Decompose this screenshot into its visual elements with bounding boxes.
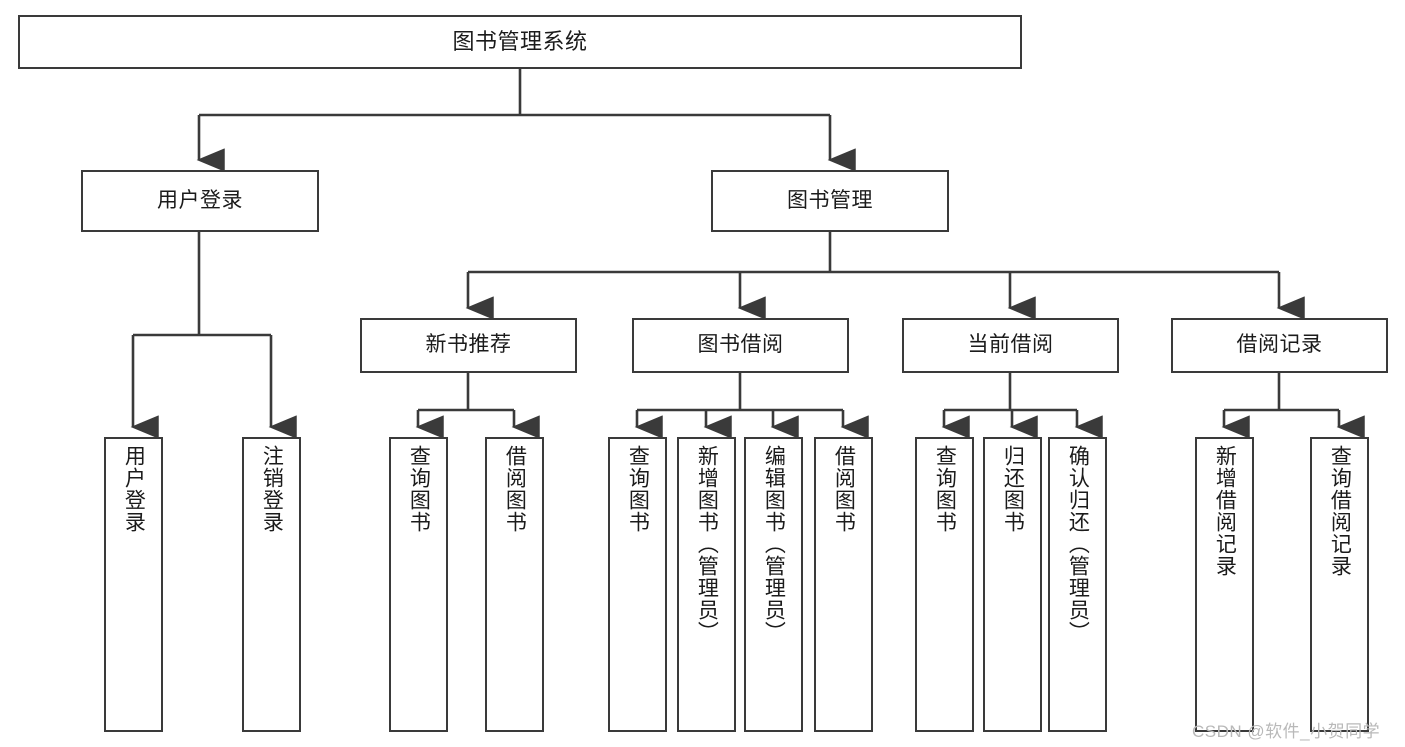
leaf-book-borrow-borrow[interactable]: 借阅图书: [814, 437, 873, 732]
node-new-book-recommend[interactable]: 新书推荐: [360, 318, 577, 373]
leaf-book-borrow-edit[interactable]: 编辑图书（管理员）: [744, 437, 803, 732]
node-label: 用户登录: [157, 188, 243, 212]
node-label: 当前借阅: [967, 333, 1054, 357]
leaf-current-borrow-query[interactable]: 查询图书: [915, 437, 974, 732]
node-label: 确认归还（管理员）: [1066, 445, 1090, 643]
leaf-user-login-login[interactable]: 用户登录: [104, 437, 163, 732]
leaf-new-book-query[interactable]: 查询图书: [389, 437, 448, 732]
node-label: 用户登录: [122, 445, 146, 533]
node-label: 图书管理系统: [452, 29, 588, 55]
node-label: 新增借阅记录: [1213, 445, 1237, 577]
node-user-login[interactable]: 用户登录: [81, 170, 319, 232]
node-label: 查询图书: [933, 445, 957, 533]
node-current-borrow[interactable]: 当前借阅: [902, 318, 1119, 373]
node-label: 借阅图书: [503, 445, 527, 533]
node-borrow-record[interactable]: 借阅记录: [1171, 318, 1388, 373]
node-label: 借阅记录: [1236, 333, 1323, 357]
leaf-current-borrow-confirm[interactable]: 确认归还（管理员）: [1048, 437, 1107, 732]
leaf-borrow-record-query[interactable]: 查询借阅记录: [1310, 437, 1369, 732]
node-label: 编辑图书（管理员）: [762, 445, 786, 643]
node-label: 借阅图书: [832, 445, 856, 533]
node-label: 新增图书（管理员）: [695, 445, 719, 643]
node-label: 查询图书: [407, 445, 431, 533]
leaf-book-borrow-query[interactable]: 查询图书: [608, 437, 667, 732]
node-label: 归还图书: [1001, 445, 1025, 533]
node-root-system[interactable]: 图书管理系统: [18, 15, 1022, 69]
leaf-new-book-borrow[interactable]: 借阅图书: [485, 437, 544, 732]
node-label: 查询图书: [626, 445, 650, 533]
node-label: 图书借阅: [697, 333, 784, 357]
node-book-management[interactable]: 图书管理: [711, 170, 949, 232]
leaf-borrow-record-add[interactable]: 新增借阅记录: [1195, 437, 1254, 732]
node-label: 注销登录: [260, 445, 284, 533]
leaf-user-login-logout[interactable]: 注销登录: [242, 437, 301, 732]
leaf-current-borrow-return[interactable]: 归还图书: [983, 437, 1042, 732]
node-label: 查询借阅记录: [1328, 445, 1352, 577]
node-label: 新书推荐: [425, 333, 512, 357]
leaf-book-borrow-add[interactable]: 新增图书（管理员）: [677, 437, 736, 732]
csdn-watermark: CSDN @软件_小贺同学: [1192, 722, 1381, 741]
node-label: 图书管理: [787, 188, 873, 212]
node-book-borrow[interactable]: 图书借阅: [632, 318, 849, 373]
